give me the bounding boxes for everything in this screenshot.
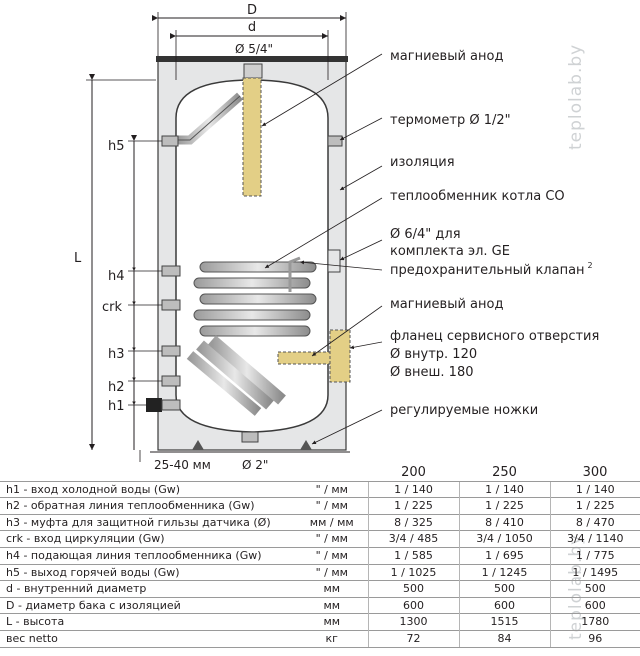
dim-h3-label: h3 — [108, 347, 125, 362]
adjustable-foot-left — [192, 440, 204, 450]
height-dimensions — [128, 135, 162, 450]
label-flange-line2: Ø внутр. 120 — [390, 347, 477, 362]
service-flange — [329, 329, 351, 383]
bottom-fitting — [241, 431, 259, 443]
label-thermometer: термометр Ø 1/2" — [390, 113, 511, 128]
label-insulation: изоляция — [390, 155, 455, 170]
table-row: h4 - подающая линия теплообменника (Gw)"… — [0, 546, 640, 565]
spec-table: 200 250 300 h1 - вход холодной воды (Gw)… — [0, 465, 640, 648]
table-row: h3 - муфта для защитной гильзы датчика (… — [0, 513, 640, 531]
spec-header-row: 200 250 300 — [0, 465, 640, 481]
label-ge-line1: Ø 6/4" для — [390, 227, 461, 242]
watermark-a: teplolab.by — [566, 43, 586, 150]
h1-nozzle — [146, 398, 162, 412]
header-200: 200 — [401, 465, 426, 480]
label-anode-lower: магниевый анод — [390, 297, 503, 312]
h5-nozzle — [161, 135, 179, 147]
dim-D-label: D — [247, 3, 257, 18]
label-flange-line1: фланец сервисного отверстия — [390, 329, 599, 344]
h3-nozzle — [161, 345, 181, 357]
header-unit — [296, 465, 368, 481]
leader-lines — [261, 53, 383, 445]
label-safety-valve-sup: 2 — [588, 261, 593, 270]
label-feet: регулируемые ножки — [390, 403, 538, 418]
ge-nozzle — [327, 249, 341, 273]
dim-feet-label: 25-40 мм — [154, 458, 211, 470]
top-fitting-label: Ø 5/4" — [235, 42, 273, 56]
label-heat-exchanger: теплообменник котла CO — [390, 189, 565, 204]
h2-nozzle — [161, 375, 181, 387]
bottom-fitting-label: Ø 2" — [242, 458, 268, 470]
dim-d-label: d — [248, 20, 256, 35]
header-param — [0, 465, 296, 481]
boiler-diagram: D d Ø 5/4" L h5 h4 crk h3 h2 h1 25-40 мм… — [74, 3, 599, 470]
table-row: h2 - обратная линия теплообменника (Gw)"… — [0, 497, 640, 515]
label-flange-line3: Ø внеш. 180 — [390, 365, 474, 380]
dim-h4-label: h4 — [108, 269, 125, 284]
dim-L-label: L — [74, 251, 82, 266]
dim-h1-label: h1 — [108, 399, 125, 414]
safety-valve-tube — [288, 256, 301, 292]
magnesium-anode-lower — [277, 351, 337, 365]
adjustable-foot-right — [300, 440, 312, 450]
thermometer-nozzle — [327, 135, 343, 147]
h4-nozzle — [161, 265, 181, 277]
crk-nozzle — [161, 299, 181, 311]
header-300: 300 — [582, 465, 608, 480]
header-250: 250 — [492, 465, 517, 480]
top-cover — [156, 56, 348, 62]
label-anode-top: магниевый анод — [390, 49, 503, 64]
magnesium-anode-top — [242, 77, 262, 197]
dim-crk-label: crk — [102, 300, 122, 315]
heat-exchanger-coil — [186, 261, 317, 416]
dim-h2-label: h2 — [108, 380, 125, 395]
dim-h5-label: h5 — [108, 139, 125, 154]
label-ge-line2: комплекта эл. GE — [390, 244, 510, 259]
top-fitting — [243, 63, 263, 79]
